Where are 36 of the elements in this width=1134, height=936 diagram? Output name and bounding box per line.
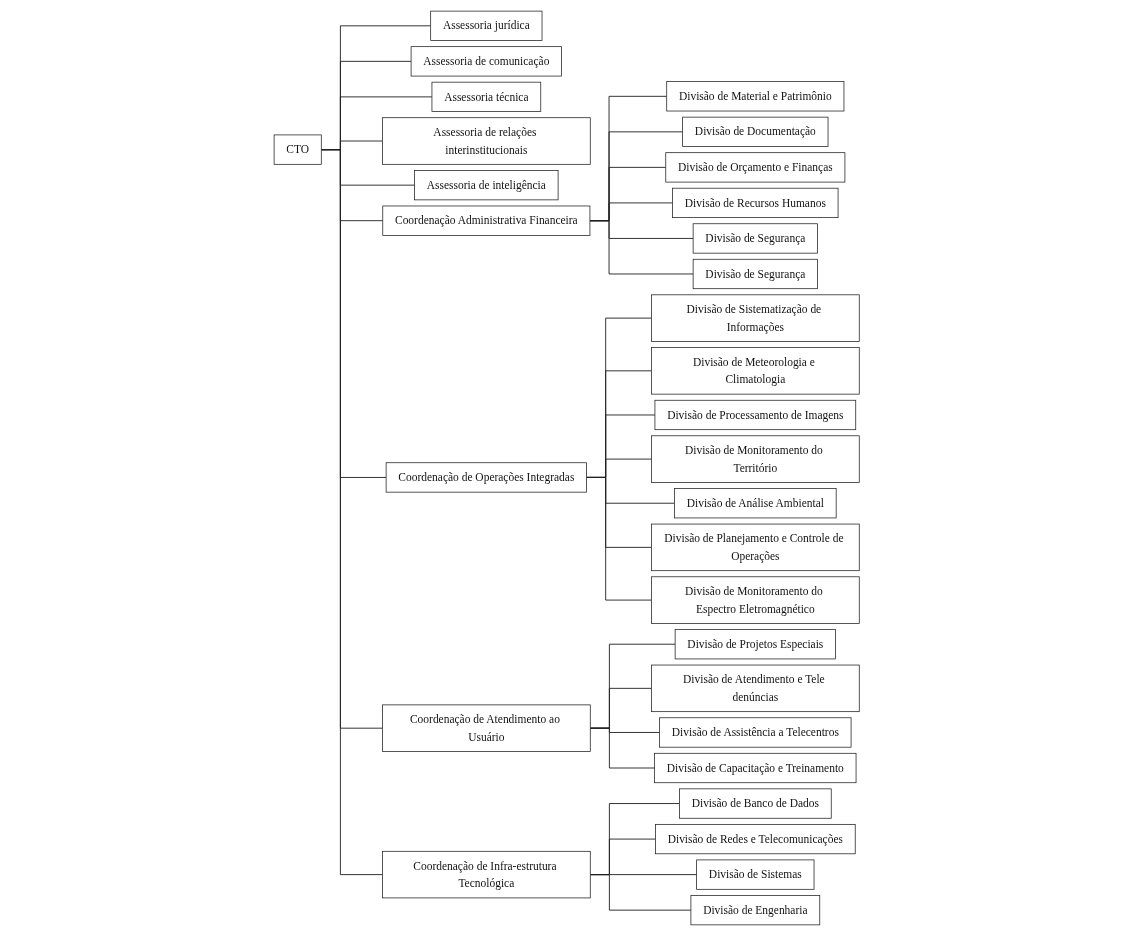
node-box: Assessoria técnica xyxy=(431,81,542,112)
connector xyxy=(586,477,653,601)
connector xyxy=(321,149,384,876)
node-box: Divisão de Capacitação e Treinamento xyxy=(654,752,857,784)
node-box: Divisão de Material e Patrimônio xyxy=(666,81,845,112)
node-box: Divisão de Engenharia xyxy=(690,895,821,926)
node-box: Divisão de Processamento de Imagens xyxy=(654,399,857,431)
node-box: Divisão de Planejamento e Controle de Operações xyxy=(651,523,860,572)
node-box: Assessoria jurídica xyxy=(430,10,543,41)
node-box: Divisão de Redes e Telecomunicações xyxy=(655,824,856,855)
node-box: Divisão de Sistemas xyxy=(696,859,815,890)
node-box: Coordenação de Infra-estrutura Tecnológica xyxy=(382,850,591,899)
node-box: Assessoria de relações interinstitucionais xyxy=(382,117,591,165)
node-box: Coordenação de Atendimento ao Usuário xyxy=(382,704,591,752)
node-box: Divisão de Orçamento e Finanças xyxy=(665,152,846,183)
node-box: Divisão de Monitoramento do Espectro Eletromagnético xyxy=(651,576,860,624)
node-box: Coordenação Administrativa Financeira xyxy=(382,205,591,236)
node-box: Divisão de Análise Ambiental xyxy=(674,488,837,519)
node-box: Divisão de Recursos Humanos xyxy=(672,187,839,218)
node-box: Coordenação de Operações Integradas xyxy=(386,462,588,493)
node-box: Divisão de Segurança xyxy=(693,258,819,290)
node-box: Divisão de Documentação xyxy=(682,116,829,147)
node-box: CTO xyxy=(274,134,322,165)
connector xyxy=(589,220,694,275)
connector xyxy=(590,727,656,769)
node-box: Assessoria de inteligência xyxy=(414,170,559,201)
node-box: Divisão de Banco de Dados xyxy=(679,788,832,819)
node-box: Divisão de Projetos Especiais xyxy=(675,629,837,660)
node-box: Assessoria de comunicação xyxy=(411,46,563,77)
node-box: Divisão de Sistematização de Informações xyxy=(651,294,860,342)
node-box: Divisão de Atendimento e Tele denúncias xyxy=(651,664,860,713)
node-box: Divisão de Monitoramento do Território xyxy=(651,435,860,483)
node-box: Divisão de Meteorologia e Climatologia xyxy=(651,347,860,395)
node-box: Divisão de Segurança xyxy=(693,223,819,254)
node-box: Divisão de Assistência a Telecentros xyxy=(659,717,852,748)
connector xyxy=(590,874,692,911)
